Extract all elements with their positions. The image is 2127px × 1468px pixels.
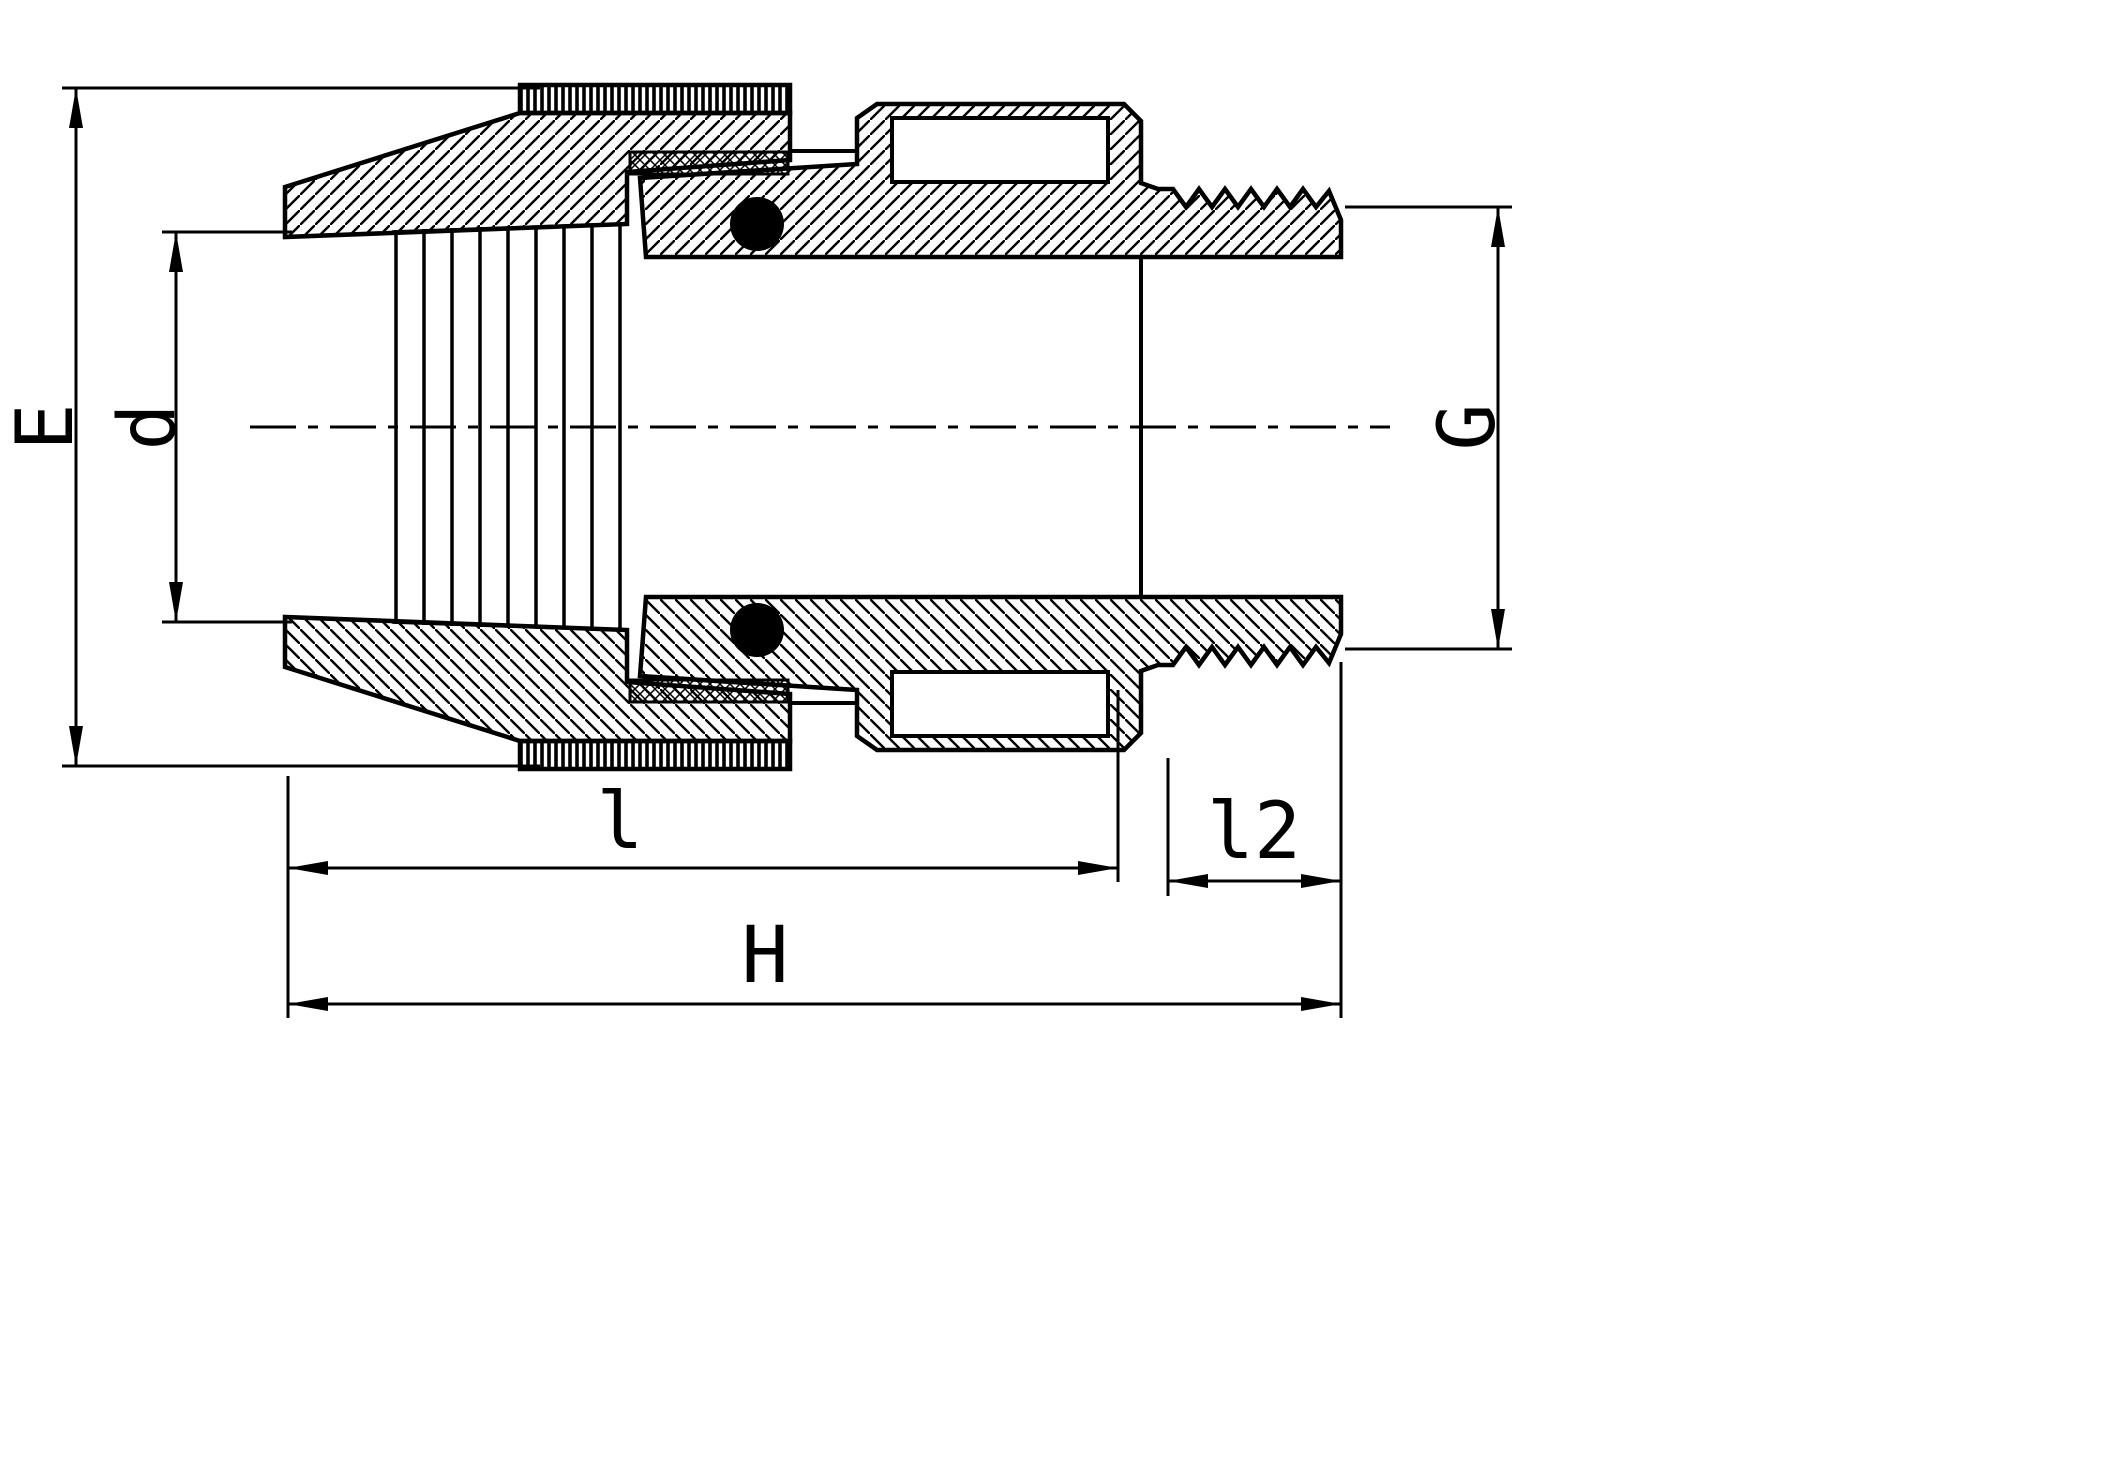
dimension-l [286, 690, 1120, 1018]
dimension-label-H: H [742, 911, 789, 1001]
dimension-label-d: d [103, 404, 193, 451]
dimension-E [62, 86, 540, 768]
dimension-label-E: E [1, 404, 91, 451]
dimension-G [1345, 205, 1512, 651]
fitting-bottom-half [285, 427, 1341, 769]
dimension-label-l: l [597, 777, 644, 867]
dimension-H [288, 997, 1341, 1011]
dimension-label-G: G [1423, 404, 1513, 451]
dimension-label-l2: l2 [1207, 787, 1301, 877]
dimension-l2 [1166, 662, 1343, 1018]
fitting-top-half [285, 85, 1341, 427]
dimension-d [162, 230, 292, 624]
